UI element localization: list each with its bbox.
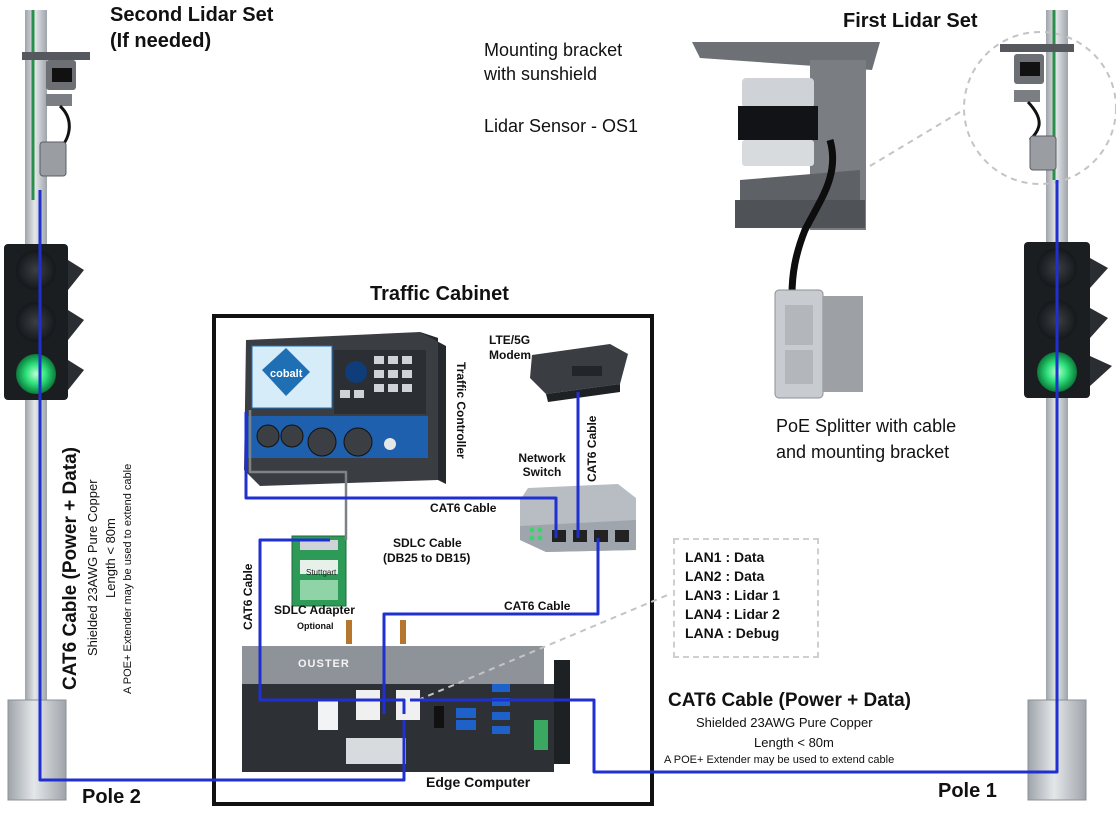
pole-2-label: Pole 2 <box>82 786 141 808</box>
modem-label-2: Modem <box>489 348 531 362</box>
cable-spec-line3-horizontal: A POE+ Extender may be used to extend ca… <box>664 754 895 766</box>
lidar-sensor-os1 <box>738 78 818 166</box>
sdlc-adapter <box>291 535 347 607</box>
traffic-controller-label: Traffic Controller <box>454 362 468 459</box>
lidar-cable <box>788 139 837 296</box>
zoom-pointer-line <box>854 111 961 176</box>
pole-1-label: Pole 1 <box>938 780 997 802</box>
adapter-cat6-label: CAT6 Cable <box>241 563 255 630</box>
pole-2 <box>7 10 67 801</box>
second-lidar-set-subtitle: (If needed) <box>110 30 212 52</box>
switch-cat6-label: CAT6 Cable <box>504 599 571 613</box>
poe-splitter <box>774 289 863 399</box>
poe-splitter-label-2: and mounting bracket <box>776 442 950 462</box>
sdlc-cable-label-2: (DB25 to DB15) <box>383 551 471 565</box>
controller-keypad <box>340 356 412 398</box>
cable-spec-title-vertical: CAT6 Cable (Power + Data) <box>60 446 81 690</box>
sdlc-adapter-label: SDLC Adapter <box>274 603 355 617</box>
lan-legend-item: LANA : Debug <box>685 625 780 641</box>
sdlc-cable-label: SDLC Cable <box>393 536 462 550</box>
cable-spec-line3-vertical: A POE+ Extender may be used to extend ca… <box>122 463 134 694</box>
lan-legend-item: LAN3 : Lidar 1 <box>685 587 780 603</box>
cable-spec-line2-horizontal: Length < 80m <box>754 735 834 750</box>
traffic-cabinet-title: Traffic Cabinet <box>370 283 509 305</box>
sdlc-adapter-optional: Optional <box>297 621 334 631</box>
traffic-controller <box>244 332 446 486</box>
mounting-bracket-label: Mounting bracket <box>484 40 623 60</box>
edge-computer <box>242 620 570 772</box>
lan-legend-item: LAN2 : Data <box>685 568 765 584</box>
pole-2-lidar-set <box>22 52 90 177</box>
mounting-bracket-label-2: with sunshield <box>484 64 598 84</box>
controller-brand: cobalt <box>270 368 303 380</box>
lte-5g-modem <box>530 344 628 402</box>
cable-spec-line1-vertical: Shielded 23AWG Pure Copper <box>85 479 100 656</box>
cables <box>38 180 1059 782</box>
lan-legend-item: LAN1 : Data <box>685 549 765 565</box>
lan-legend-item: LAN4 : Lidar 2 <box>685 606 780 622</box>
pole-1-lidar-set <box>1000 44 1074 171</box>
controller-cat6-label: CAT6 Cable <box>430 501 497 515</box>
modem-cat6-label: CAT6 Cable <box>585 415 599 482</box>
edge-computer-label: Edge Computer <box>426 774 531 790</box>
edge-computer-brand: OUSTER <box>298 658 350 670</box>
cable-spec-title-horizontal: CAT6 Cable (Power + Data) <box>668 690 912 711</box>
lan-legend: LAN1 : Data LAN2 : Data LAN3 : Lidar 1 L… <box>673 538 819 658</box>
zoom-circle <box>963 31 1116 185</box>
network-switch-label-2: Switch <box>522 465 562 479</box>
traffic-cabinet-box <box>212 314 654 806</box>
pole-1-traffic-light <box>1024 242 1112 398</box>
cable-spec-line2-vertical: Length < 80m <box>103 518 118 598</box>
cable-spec-line1-horizontal: Shielded 23AWG Pure Copper <box>696 715 873 730</box>
poe-splitter-label: PoE Splitter with cable <box>776 416 957 436</box>
first-lidar-set-title: First Lidar Set <box>843 10 978 32</box>
adapter-brand: Stuttgart <box>306 568 337 577</box>
network-switch-label: Network <box>518 451 566 465</box>
lidar-sensor-label: Lidar Sensor - OS1 <box>484 116 639 136</box>
second-lidar-set-title: Second Lidar Set <box>110 4 274 26</box>
modem-label: LTE/5G <box>489 333 531 347</box>
lan-legend-pointer <box>417 593 671 701</box>
pole-2-traffic-light <box>4 244 84 400</box>
